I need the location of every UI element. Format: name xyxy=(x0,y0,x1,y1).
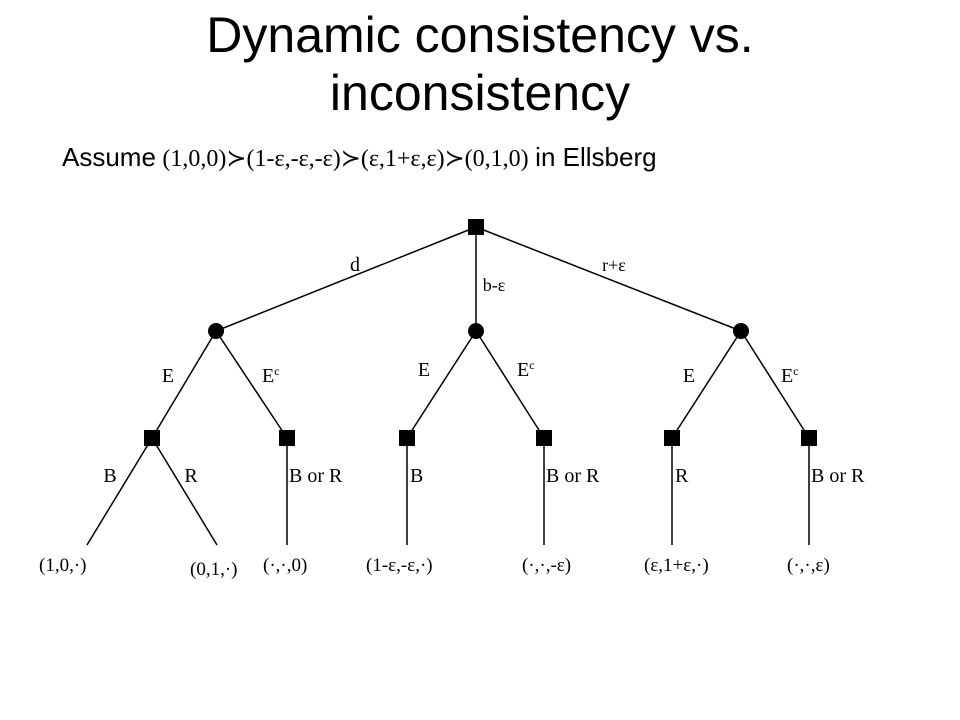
root-decision-node xyxy=(468,219,484,235)
decision-node-6 xyxy=(801,430,817,446)
edge-choice-r xyxy=(151,437,218,546)
edge-right-e xyxy=(671,330,742,439)
event-label-e-3: E xyxy=(683,365,695,387)
event-label-ec-1: Ec xyxy=(262,364,280,387)
outcome-6: (ε,1+ε,·) xyxy=(644,555,709,576)
chance-node-left xyxy=(208,323,224,339)
outcome-1: (1,0,·) xyxy=(39,555,86,576)
edge-mid-e xyxy=(406,330,477,439)
decision-node-4 xyxy=(536,430,552,446)
edge-left-e xyxy=(151,330,217,439)
preference-ordering: (1,0,0)≻(1-ε,-ε,-ε)≻(ε,1+ε,ε)≻(0,1,0) xyxy=(162,146,529,172)
event-label-e-2: E xyxy=(418,359,430,381)
edge-root-right xyxy=(475,226,742,332)
edge-left-ec xyxy=(215,330,288,439)
choice-label-bor-1: B or R xyxy=(289,465,343,487)
chance-node-middle xyxy=(468,323,484,339)
choice-label-bor-3: B or R xyxy=(811,465,865,487)
subtitle-suffix: in Ellsberg xyxy=(535,142,657,172)
event-label-e-1: E xyxy=(162,365,174,387)
subtitle: Assume (1,0,0)≻(1-ε,-ε,-ε)≻(ε,1+ε,ε)≻(0,… xyxy=(62,142,657,173)
outcome-3: (·,·,0) xyxy=(263,555,307,576)
decision-node-5 xyxy=(664,430,680,446)
event-label-ec-2: Ec xyxy=(517,358,535,381)
choice-label-bor-2: B or R xyxy=(546,465,600,487)
event-label-ec-3: Ec xyxy=(781,364,799,387)
outcome-4: (1-ε,-ε,·) xyxy=(366,555,433,576)
title-line-2: inconsistency xyxy=(329,65,631,121)
decision-node-1 xyxy=(144,430,160,446)
choice-label-b-2: B xyxy=(410,465,423,487)
outcome-5: (·,·,-ε) xyxy=(522,555,571,576)
subtitle-prefix: Assume xyxy=(62,142,156,172)
edge-right-ec xyxy=(740,330,810,439)
slide-title: Dynamic consistency vs. inconsistency xyxy=(0,6,960,122)
edge-choice-b xyxy=(86,437,153,546)
edge-root-left xyxy=(215,226,477,332)
outcome-2: (0,1,·) xyxy=(190,559,237,580)
choice-label-r-2: R xyxy=(675,465,689,487)
title-line-1: Dynamic consistency vs. xyxy=(206,7,754,63)
outcome-7: (·,·,ε) xyxy=(787,555,830,576)
chance-node-right xyxy=(733,323,749,339)
choice-label-b-1: B xyxy=(103,465,116,487)
decision-node-2 xyxy=(279,430,295,446)
decision-node-3 xyxy=(399,430,415,446)
choice-label-r-1: R xyxy=(184,465,198,487)
branch-label-b-eps: b-ε xyxy=(483,275,506,295)
edge-mid-ec xyxy=(475,330,545,439)
tree-edges xyxy=(86,226,810,546)
branch-label-d: d xyxy=(350,254,360,276)
branch-label-r-eps: r+ε xyxy=(602,255,626,275)
